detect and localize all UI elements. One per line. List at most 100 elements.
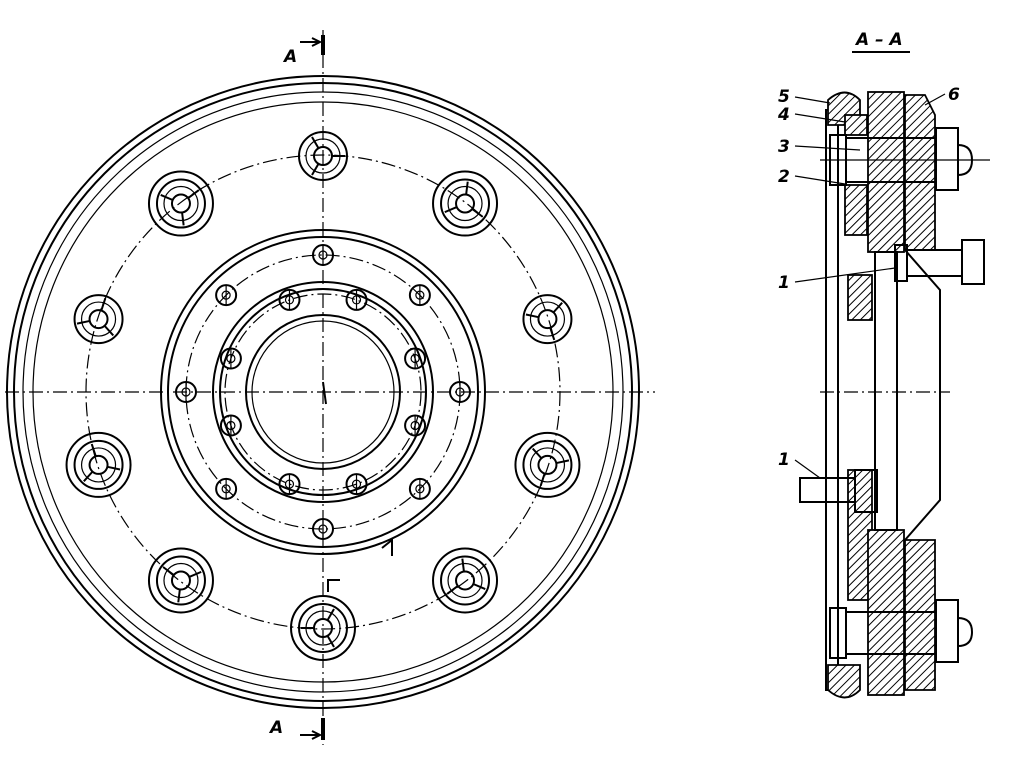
bolt-end [88,309,109,330]
nut-face [163,185,199,222]
right-flange-bottom [904,539,936,691]
nut-slot [471,208,484,218]
part-4 [844,114,868,136]
castle-nut [522,439,573,490]
section-view-a-a: A – A 5 4 [777,30,990,699]
leader-2 [794,175,846,185]
rim-ring [13,82,633,702]
bore [245,314,401,470]
bolt-washer [147,547,214,614]
nut-face [80,447,117,483]
section-mark-top: A [282,47,297,67]
section-mark-bend [381,537,393,556]
nut-face [529,301,566,337]
nut-face [80,301,117,337]
nut-slot [103,325,115,337]
nut-slot [181,212,185,226]
castle-nut [522,294,573,345]
nut-slot [83,470,94,482]
cotter-pin-bottom [957,617,974,647]
nut-slot [90,443,97,457]
nut-slot [160,194,174,201]
flange-ring [160,229,486,555]
bolt-end [170,193,191,214]
nut-slot [531,447,543,459]
callout-1-bottom: 1 [778,450,790,470]
nut-slot [446,585,459,595]
callout-3: 3 [778,137,790,157]
leader-1-top [794,267,896,283]
bolt-end [537,454,558,475]
nut-bottom [935,599,959,663]
bolt-end [537,309,558,330]
nut-slot [326,608,335,621]
bolt-end [455,570,476,591]
center-disc-top [867,91,905,253]
nut-slot [311,163,320,176]
nut-slot [311,136,320,149]
bolt-end [88,454,109,475]
nut-face [529,447,566,483]
nut-face [447,185,483,222]
leader-6 [924,93,946,106]
leader-4 [794,113,846,123]
nut-slot [177,589,181,603]
callout-2: 2 [778,167,790,187]
callout-6: 6 [948,85,960,105]
nut-slot [549,327,556,341]
callout-4: 4 [777,105,790,125]
nut-slot [162,566,175,576]
section-title: A – A [854,30,903,50]
castle-nut [298,603,348,653]
bolt-washer [290,595,356,661]
nut-slot [556,459,570,465]
nut-slot [326,635,335,648]
castle-nut [155,178,206,229]
bolt-washer [65,431,132,498]
nut-slot [100,297,107,311]
castle-nut [73,439,124,490]
nut-face [447,562,483,599]
nut-slot [461,558,465,572]
outer-rim [6,75,640,709]
castle-nut [155,555,206,606]
bolt-end [455,193,476,214]
nut-slot [187,189,200,199]
rim-ring-inner [22,91,624,693]
rim-ring-inner-2 [32,101,614,683]
part-2-ring [844,184,868,236]
rim-bottom-left [827,664,861,699]
hub-bolt-circle [224,293,422,491]
nut-slot [472,583,486,590]
front-view: A A [5,30,655,745]
section-mark-bottom: A [268,718,283,738]
screw-1-nut [961,239,985,285]
leader-3 [794,145,861,151]
bolt-circle [85,154,561,630]
castle-nut [440,555,491,606]
hub-ring [219,288,427,496]
nut-slot [465,181,469,195]
nut-slot [525,313,539,319]
bolt-washer [432,170,499,237]
center-disc-web [874,251,898,531]
section-arrow-bottom [300,730,323,740]
nut-slot [444,206,458,214]
nut-face [163,562,199,599]
bolt-washer [432,547,499,614]
part-6 [904,94,936,251]
nut-slot [539,473,546,487]
hub-outer [212,281,434,503]
castle-nut [440,178,491,229]
center-mark [322,381,327,405]
callout-1-top: 1 [778,273,790,293]
bolt-end [170,570,191,591]
bolt-washer [147,170,214,237]
screw-1b-nut [854,469,878,513]
nut-slot [552,302,563,314]
nut-slot [76,319,90,325]
bore-inner [251,320,395,464]
flange-ring-inner [167,236,479,548]
castle-nut [298,131,348,181]
